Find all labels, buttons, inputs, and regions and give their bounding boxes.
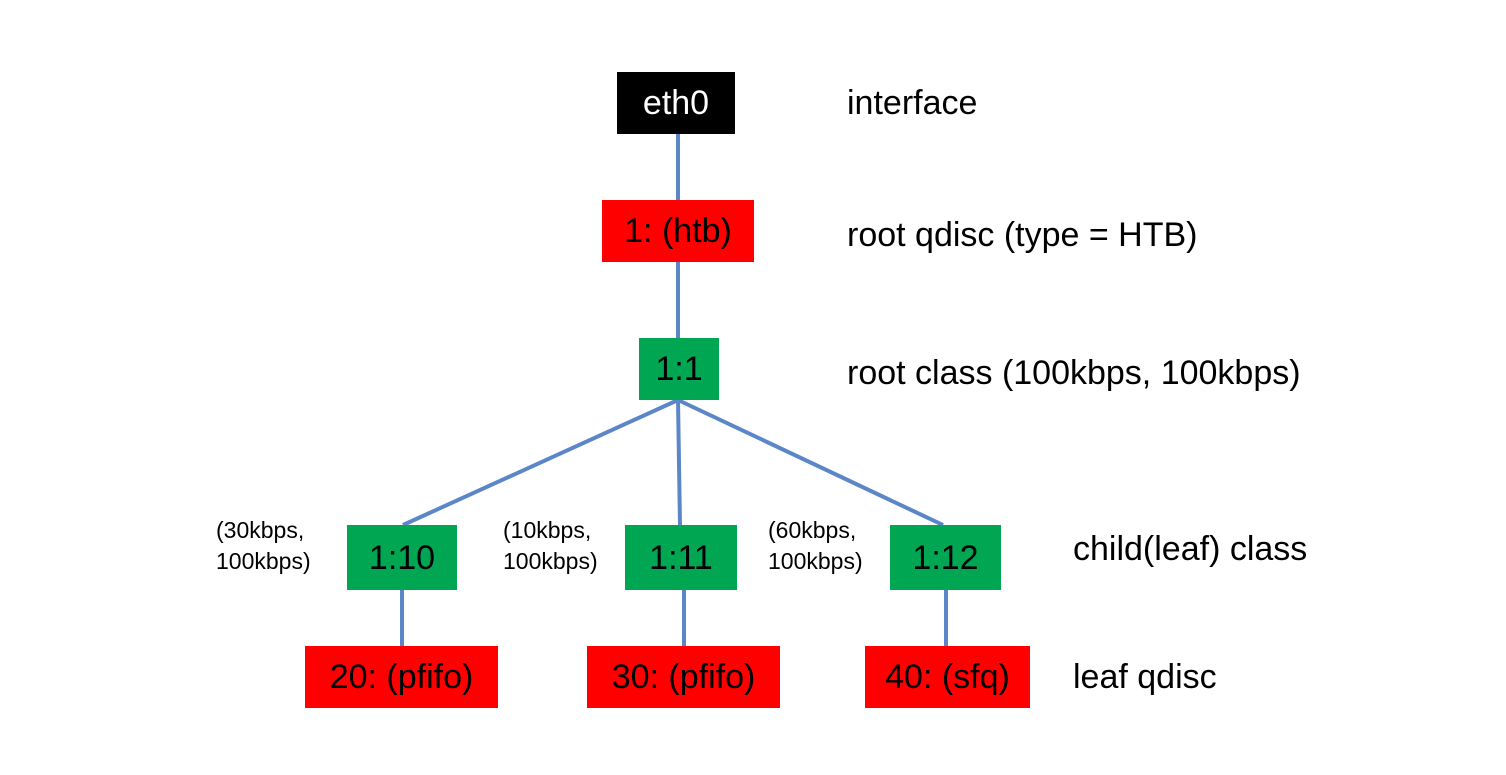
leaf-qdisc-node-40: 40: (sfq) <box>865 646 1030 708</box>
rate-label-1-11: (10kbps, 100kbps) <box>503 515 598 577</box>
class-node-1-10: 1:10 <box>347 525 457 590</box>
root-class-node: 1:1 <box>639 338 719 400</box>
level-label-root-qdisc: root qdisc (type = HTB) <box>847 216 1198 254</box>
rate-label-1-10: (30kbps, 100kbps) <box>216 515 311 577</box>
rate-label-1-11-line1: (10kbps, <box>503 517 592 543</box>
edge-root-class-to-1-11 <box>676 399 682 526</box>
class-node-1-11: 1:11 <box>625 525 737 590</box>
level-label-root-class: root class (100kbps, 100kbps) <box>847 354 1301 392</box>
rate-label-1-11-line2: 100kbps) <box>503 548 598 574</box>
rate-label-1-12-line1: (60kbps, <box>768 517 857 543</box>
rate-label-1-10-line2: 100kbps) <box>216 548 311 574</box>
edge-root-class-to-1-10 <box>402 398 679 527</box>
rate-label-1-12: (60kbps, 100kbps) <box>768 515 863 577</box>
leaf-qdisc-node-20: 20: (pfifo) <box>305 646 498 708</box>
root-qdisc-node: 1: (htb) <box>602 200 754 262</box>
rate-label-1-10-line1: (30kbps, <box>216 517 305 543</box>
level-label-interface: interface <box>847 84 978 122</box>
interface-node-eth0: eth0 <box>617 72 735 134</box>
class-node-1-12: 1:12 <box>890 525 1001 590</box>
level-label-leaf-qdisc: leaf qdisc <box>1073 658 1217 696</box>
level-label-child-class: child(leaf) class <box>1073 530 1308 568</box>
edge-root-class-to-1-12 <box>677 398 944 527</box>
rate-label-1-12-line2: 100kbps) <box>768 548 863 574</box>
leaf-qdisc-node-30: 30: (pfifo) <box>587 646 780 708</box>
